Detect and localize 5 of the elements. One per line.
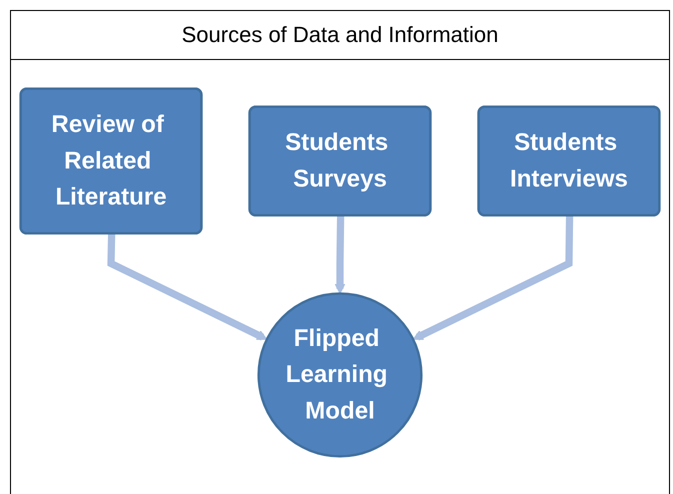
arrow — [107, 234, 268, 340]
arrow — [412, 216, 574, 340]
node-circle: Flipped Learning Model — [257, 292, 423, 458]
title: Sources of Data and Information — [182, 22, 498, 48]
arrow — [334, 216, 346, 294]
